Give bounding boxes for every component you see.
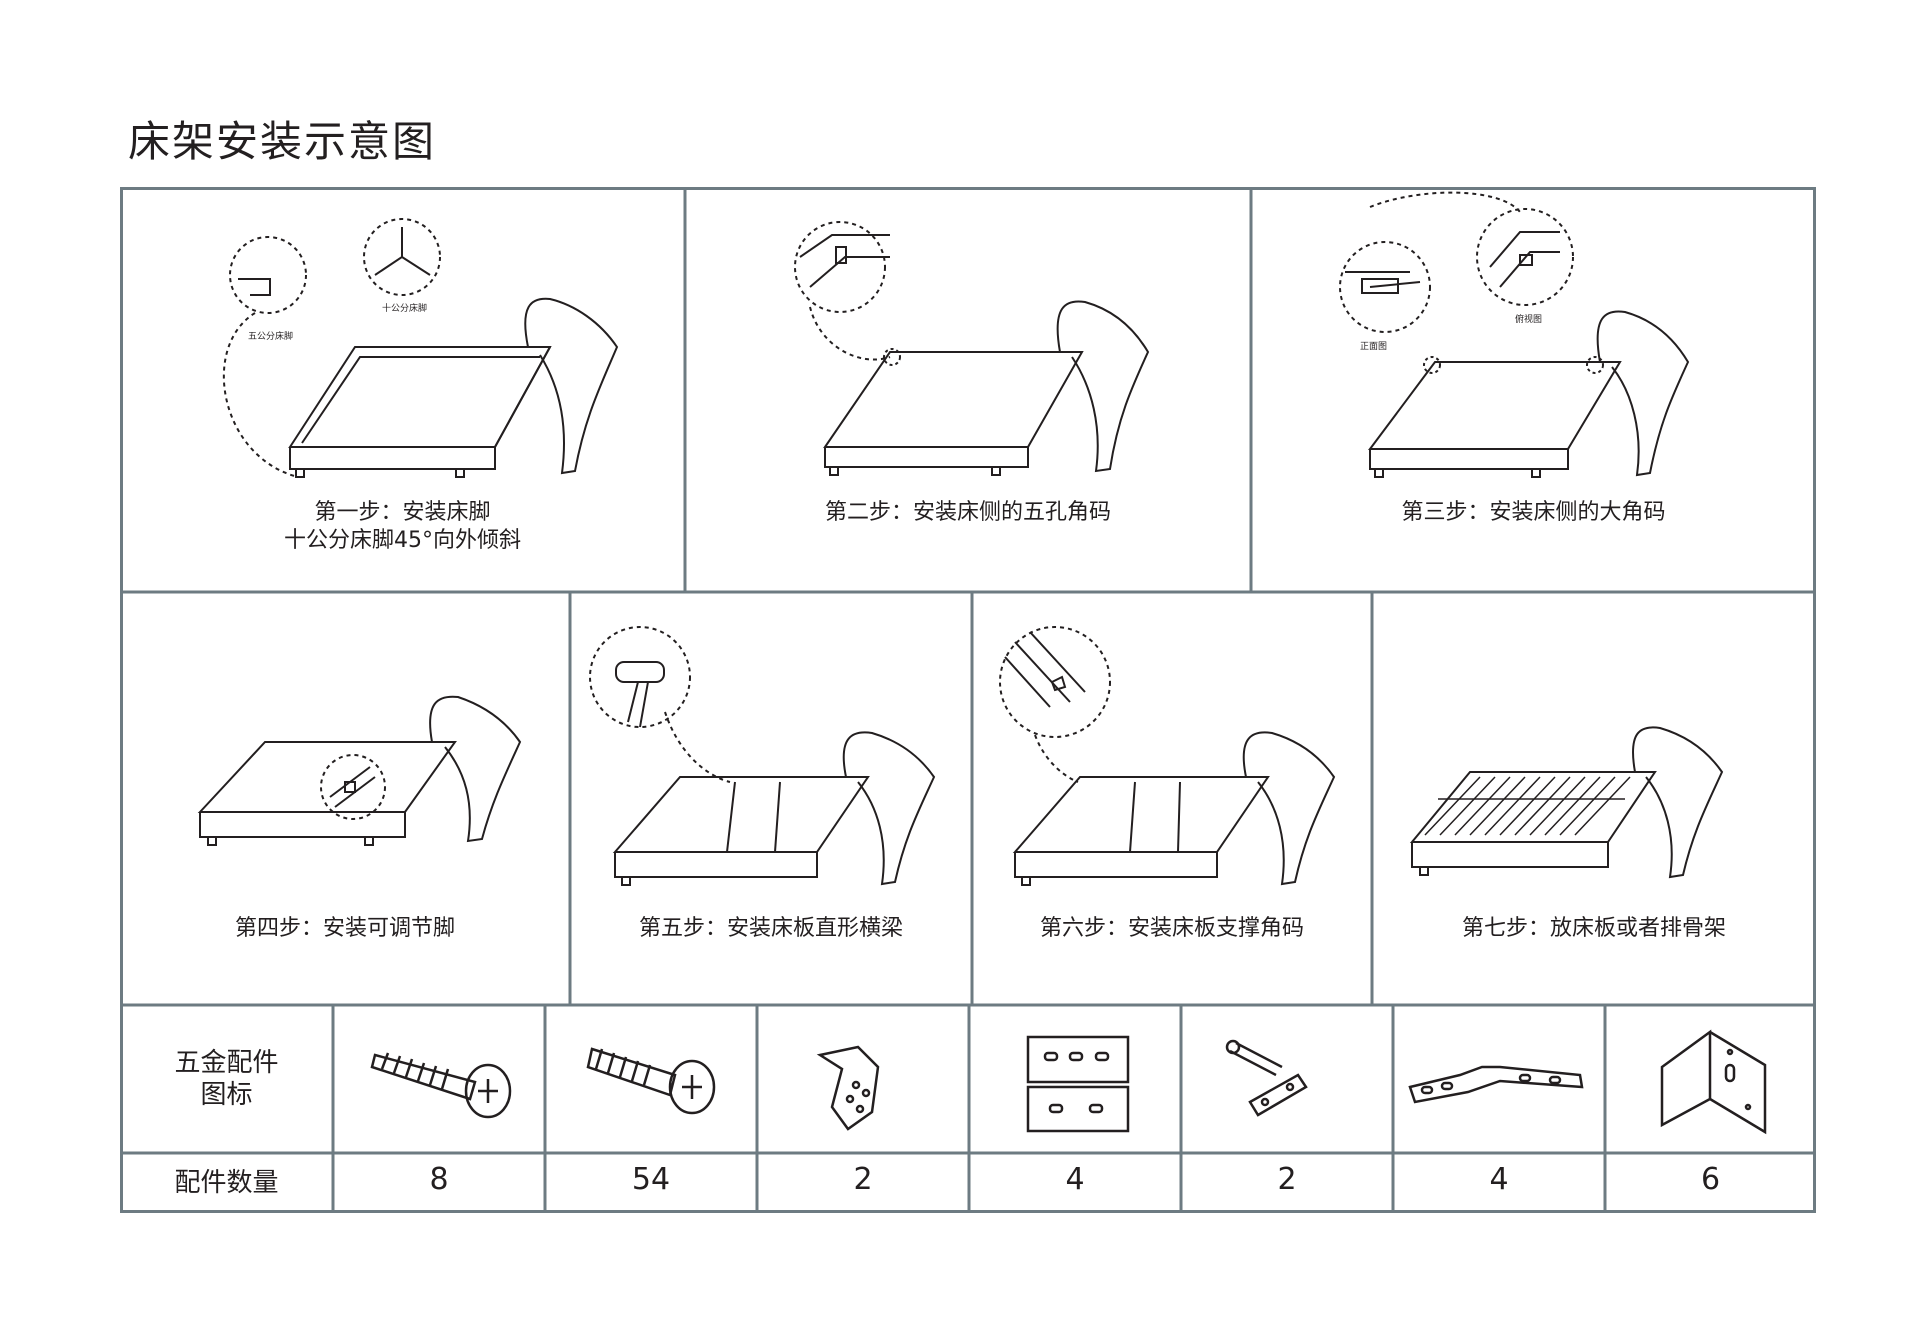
step1-note-small-foot: 五公分床脚 xyxy=(248,330,293,342)
quantity-short-screw: 54 xyxy=(631,1162,671,1197)
step2-caption: 第二步：安装床侧的五孔角码 xyxy=(824,500,1111,525)
step3-caption: 第三步：安装床侧的大角码 xyxy=(1401,500,1666,525)
step3-note-front-view: 正面图 xyxy=(1360,341,1387,352)
step4-illustration xyxy=(197,695,522,846)
step1-caption-line2: 十公分床脚45°向外倾斜 xyxy=(284,528,521,553)
adjustable-foot-icon xyxy=(1225,1039,1308,1117)
step1-illustration: 五公分床脚 十公分床脚 xyxy=(223,218,619,478)
step2-illustration xyxy=(794,221,1150,476)
step7-illustration xyxy=(1409,726,1724,879)
step1-caption: 第一步：安装床脚 十公分床脚45°向外倾斜 xyxy=(120,499,685,555)
step5-caption: 第五步：安装床板直形横梁 xyxy=(638,916,903,941)
quantity-corner-bracket: 2 xyxy=(853,1162,873,1197)
step6-illustration xyxy=(999,626,1336,886)
large-angle-bracket-icon xyxy=(1660,1029,1767,1135)
quantity-five-hole-plate: 4 xyxy=(1065,1162,1085,1197)
quantity-adjustable-foot: 2 xyxy=(1277,1162,1297,1197)
hardware-icon-label-line2: 图标 xyxy=(200,1080,253,1110)
hardware-icon-label-line1: 五金配件 xyxy=(174,1048,279,1078)
step5-illustration xyxy=(589,626,936,886)
step3-illustration: 正面图 俯视图 xyxy=(1339,191,1690,478)
step3-note-top-view: 俯视图 xyxy=(1515,313,1542,325)
step7-caption: 第七步：放床板或者排骨架 xyxy=(1461,916,1726,941)
hardware-icon-label: 五金配件 图标 xyxy=(120,1047,333,1111)
step4-caption: 第四步：安装可调节脚 xyxy=(234,916,455,941)
side-bracket-icon xyxy=(1408,1065,1584,1104)
quantity-large-angle-bracket: 6 xyxy=(1700,1162,1721,1197)
step1-caption-line1: 第一步：安装床脚 xyxy=(314,500,491,525)
long-screw-icon xyxy=(370,1052,512,1119)
step1-note-tall-foot: 十公分床脚 xyxy=(382,302,427,314)
quantity-side-bracket: 4 xyxy=(1489,1162,1509,1197)
short-screw-icon xyxy=(586,1047,716,1115)
grid-lines xyxy=(120,187,1816,1213)
corner-bracket-icon xyxy=(816,1045,880,1131)
step6-caption: 第六步：安装床板支撑角码 xyxy=(1039,916,1304,941)
instruction-sheet: 五公分床脚 十公分床脚 xyxy=(120,187,1816,1213)
quantity-label: 配件数量 xyxy=(174,1168,279,1198)
page-title: 床架安装示意图 xyxy=(128,117,437,166)
five-hole-plate-icon xyxy=(1026,1035,1130,1133)
quantity-long-screw: 8 xyxy=(429,1162,449,1197)
hardware-icons xyxy=(370,1029,1767,1135)
